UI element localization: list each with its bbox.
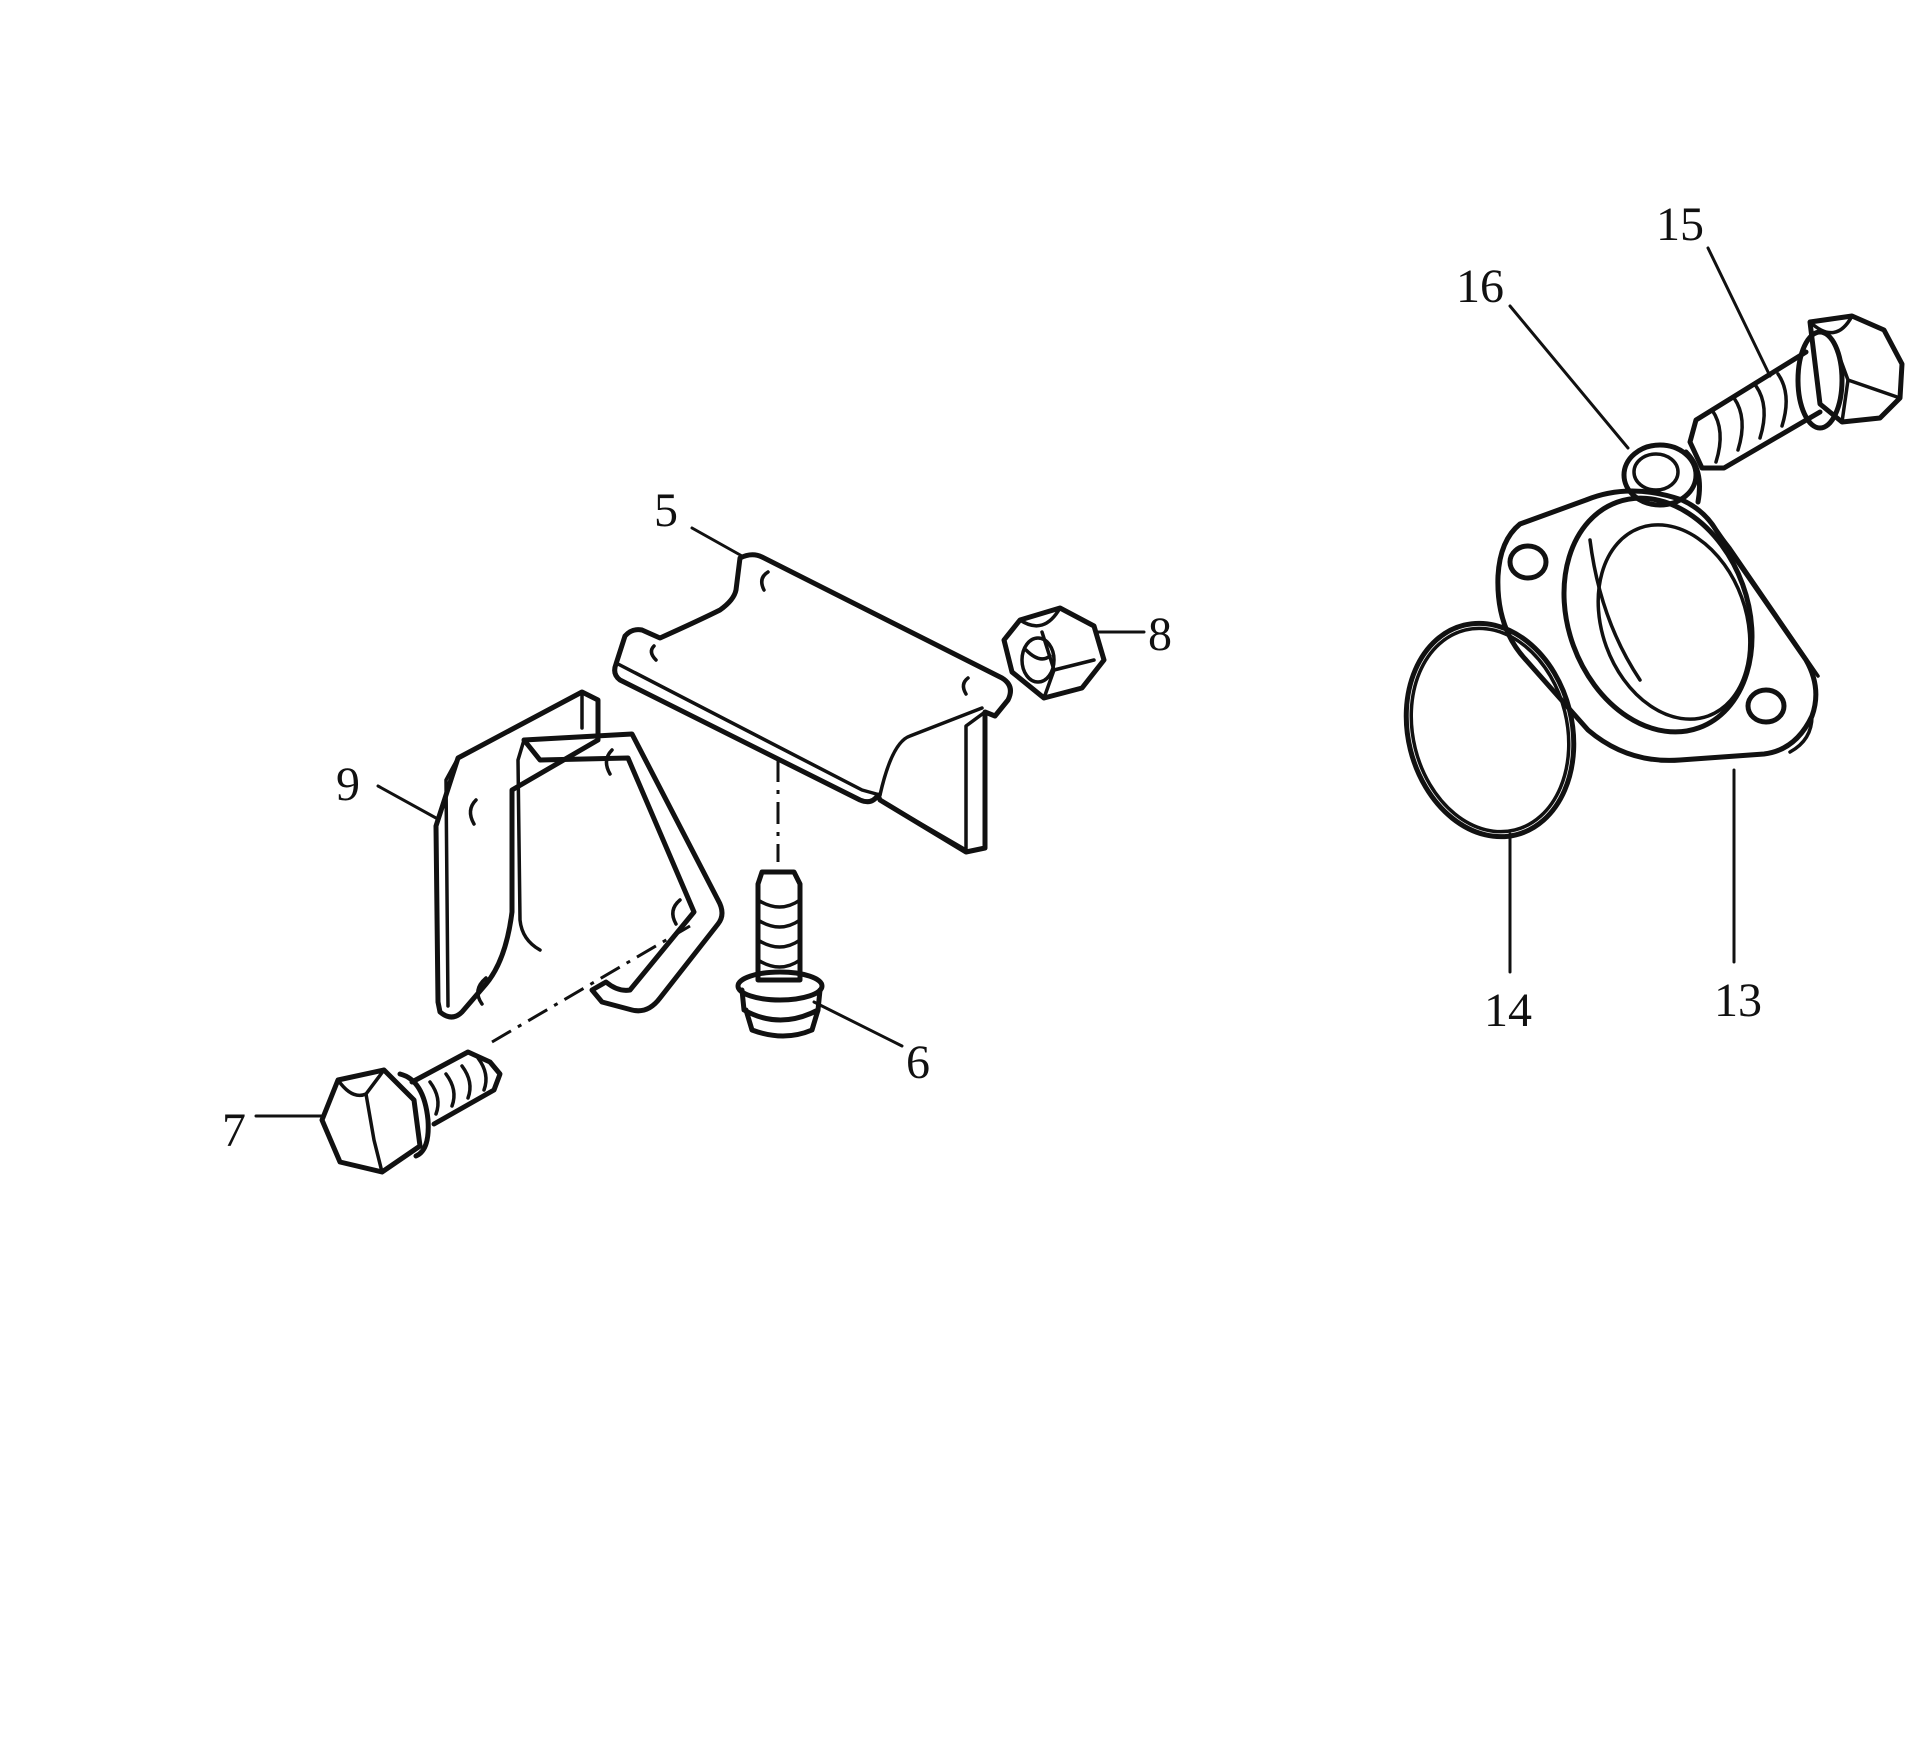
callout-16: 16 — [1456, 260, 1504, 313]
part-7-hex-bolt — [319, 924, 691, 1175]
leader-5 — [690, 526, 744, 558]
part-5-bracket-plate — [612, 552, 1013, 855]
leader-15 — [1706, 246, 1772, 378]
part-14-o-ring — [1403, 620, 1577, 840]
part-8-hex-nut — [1001, 605, 1107, 701]
part-13-flange — [1495, 488, 1820, 763]
part-16-washer — [1621, 442, 1702, 508]
callout-5: 5 — [654, 484, 678, 537]
callout-9: 9 — [336, 758, 360, 811]
leader-16 — [1508, 304, 1630, 450]
part-6-flange-bolt — [735, 760, 825, 1039]
callout-15: 15 — [1656, 198, 1704, 251]
callout-14: 14 — [1484, 984, 1532, 1037]
part-15-flange-bolt — [1687, 313, 1905, 471]
callout-7: 7 — [222, 1104, 246, 1157]
leader-6 — [812, 1000, 904, 1048]
leader-9 — [376, 784, 438, 820]
callout-labels: 5 6 7 8 9 13 14 15 16 — [222, 198, 1762, 1157]
part-9-angle-bracket-rear — [516, 731, 725, 1014]
leader-lines — [254, 246, 1772, 1118]
callout-8: 8 — [1148, 608, 1172, 661]
callout-13: 13 — [1714, 974, 1762, 1027]
callout-6: 6 — [906, 1036, 930, 1089]
part-9-angle-bracket — [433, 689, 601, 1020]
